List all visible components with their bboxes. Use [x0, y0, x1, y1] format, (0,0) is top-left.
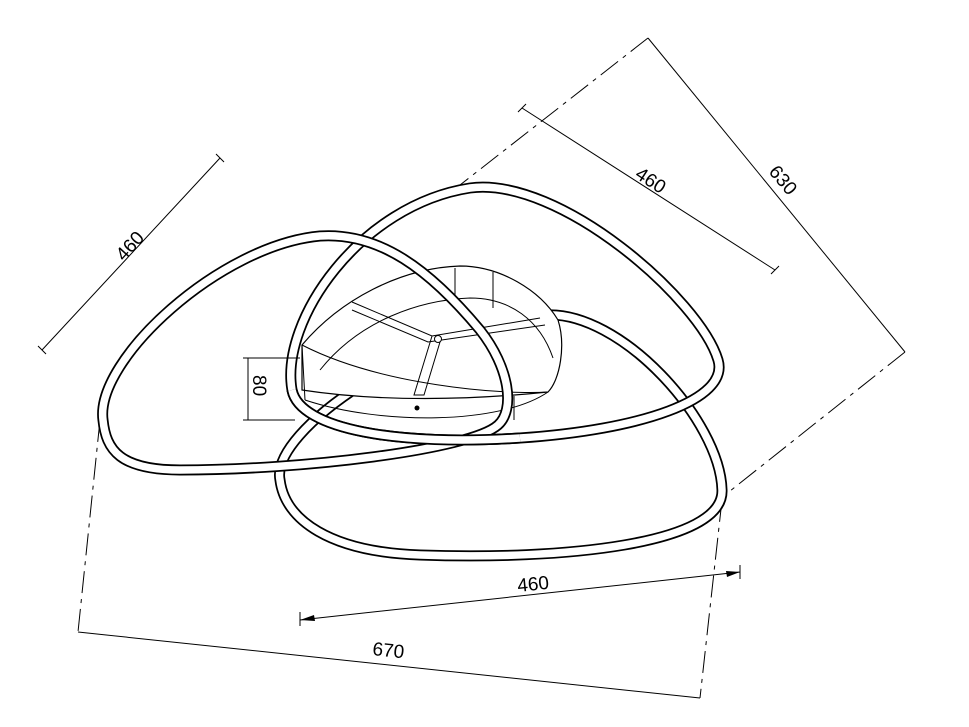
dimension-label: 460 — [516, 573, 550, 597]
dimension-label: 80 — [248, 375, 269, 396]
ring-upper-front — [286, 388, 521, 446]
dimension-80: 80 — [243, 357, 300, 421]
dimension-label: 670 — [371, 639, 405, 663]
dimension-label: 460 — [112, 228, 149, 266]
dimension-label: 630 — [764, 162, 800, 200]
dimension-left-460: 460 — [37, 153, 225, 355]
dimension-bottom-460: 460 — [299, 565, 741, 626]
extension-lines — [77, 37, 906, 699]
dimension-label: 460 — [631, 164, 669, 199]
dimension-top-460: 460 — [517, 103, 780, 275]
ring-left — [97, 230, 514, 476]
dimension-670: 670 — [77, 631, 701, 699]
